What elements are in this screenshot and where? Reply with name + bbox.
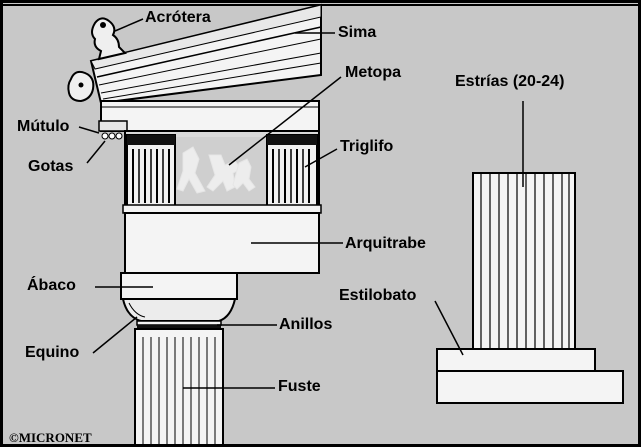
label-estilobato: Estilobato xyxy=(339,287,417,304)
mutulo-block xyxy=(98,120,128,140)
label-abaco: Ábaco xyxy=(27,277,76,294)
antefix-mask xyxy=(67,70,95,103)
estrias-shaft xyxy=(472,172,576,350)
copyright-credit: ©MICRONET xyxy=(9,430,92,445)
label-equino: Equino xyxy=(25,344,80,361)
label-triglifo: Triglifo xyxy=(340,138,394,155)
label-arquitrabe: Arquitrabe xyxy=(345,235,426,252)
label-sima: Sima xyxy=(338,24,377,41)
label-estrias: Estrías (20-24) xyxy=(455,73,565,90)
frieze xyxy=(122,130,322,216)
equino-block xyxy=(121,298,237,322)
label-metopa: Metopa xyxy=(345,64,401,81)
label-mutulo: Mútulo xyxy=(17,118,70,135)
metopa-relief xyxy=(176,146,256,194)
triglifo-left xyxy=(126,134,176,208)
fuste-shaft xyxy=(134,328,224,444)
cornice-block xyxy=(100,100,320,132)
label-anillos: Anillos xyxy=(279,316,333,333)
estilobato-steps xyxy=(436,348,624,404)
label-acrotera: Acrótera xyxy=(145,9,211,26)
acrotera-statue xyxy=(91,17,127,61)
leader-lines xyxy=(78,18,524,389)
label-fuste: Fuste xyxy=(278,378,321,395)
doric-order-illustration xyxy=(3,3,638,444)
label-gotas: Gotas xyxy=(28,158,74,175)
triglifo-right xyxy=(266,134,318,208)
sima-cornice xyxy=(89,3,322,105)
abaco-block xyxy=(120,272,238,300)
